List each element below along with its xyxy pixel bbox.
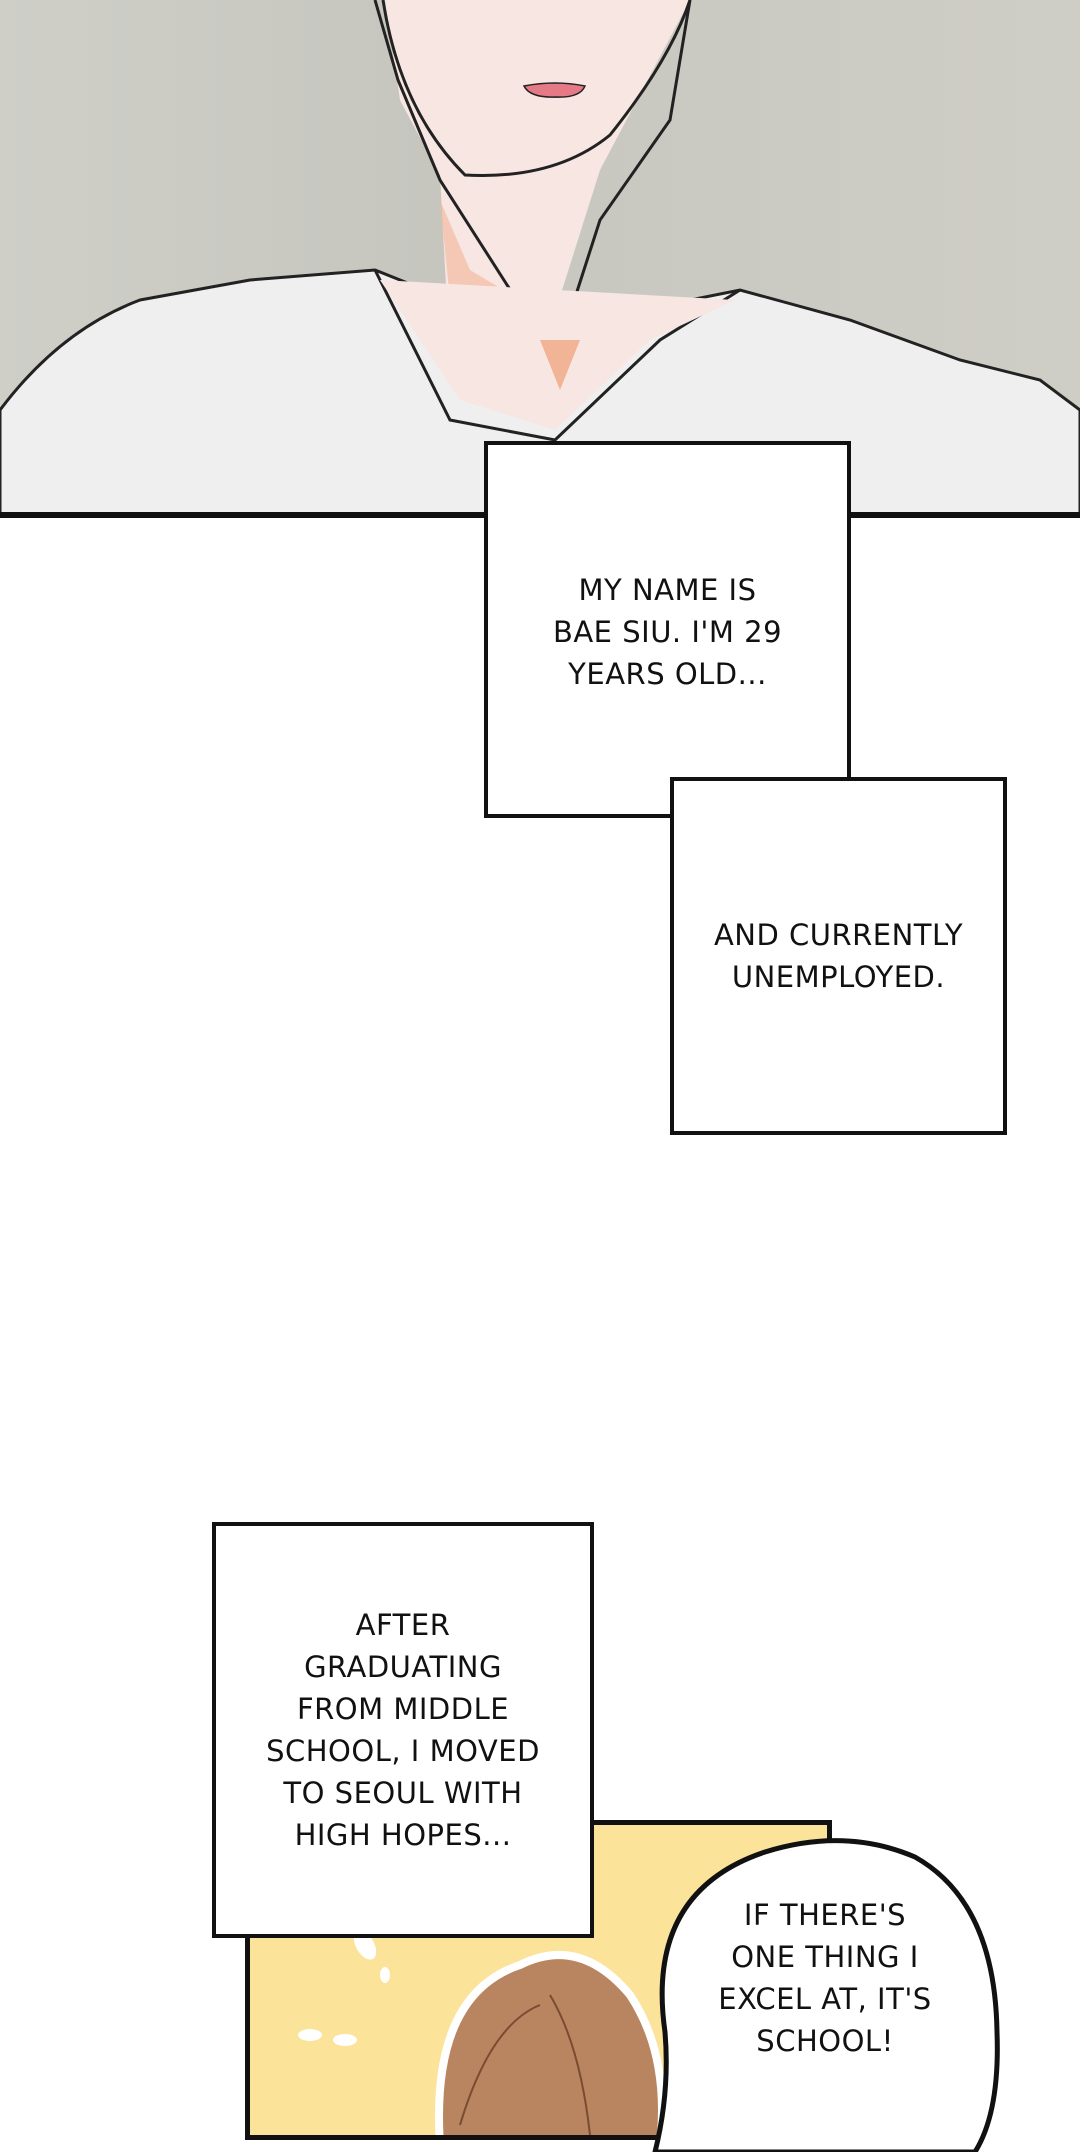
- caption-box-unemployed: And currently unemployed.: [670, 777, 1007, 1135]
- caption-text: After graduating from middle school, I m…: [266, 1608, 540, 1852]
- speech-bubble-text: If there's one thing I excel at, it's sc…: [718, 1898, 932, 2058]
- caption-box-graduation: After graduating from middle school, I m…: [212, 1522, 594, 1938]
- caption-text: My name is Bae Siu. I'm 29 years old...: [552, 573, 783, 691]
- speech-bubble: If there's one thing I excel at, it's sc…: [645, 1832, 1005, 2152]
- caption-box-name-age: My name is Bae Siu. I'm 29 years old...: [484, 441, 851, 818]
- caption-text: And currently unemployed.: [713, 918, 964, 994]
